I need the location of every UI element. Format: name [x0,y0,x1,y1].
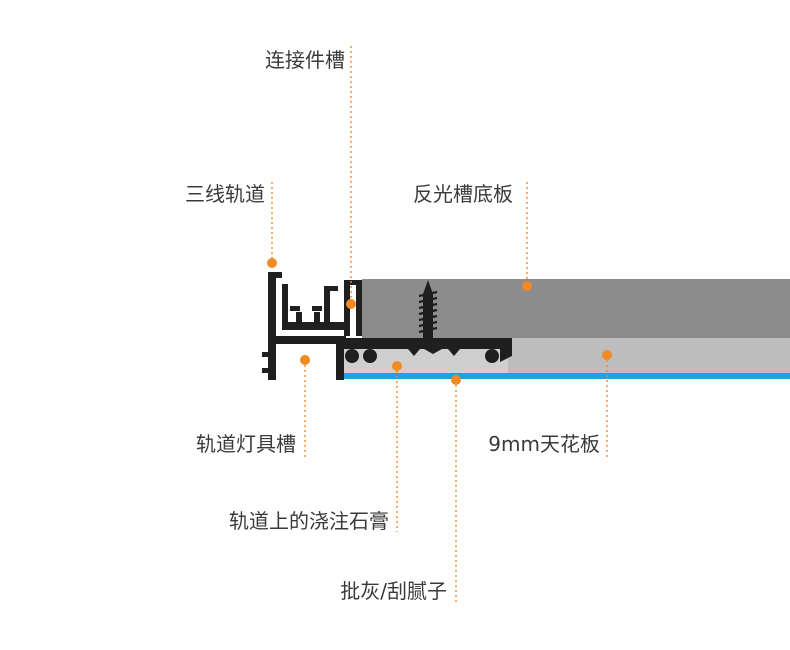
ceiling-board [512,338,790,373]
dot-three-wire-track [267,258,277,268]
label-connector-slot: 连接件槽 [265,48,345,72]
label-plaster-on-track: 轨道上的浇注石膏 [229,509,389,533]
label-three-wire-track: 三线轨道 [185,182,265,206]
dot-plaster-on-track [392,361,402,371]
screw-icon [418,280,438,346]
dot-connector-slot [346,299,356,309]
dot-ceiling-board [602,350,612,360]
dot-cove-bottom-board [522,281,532,291]
label-ceiling-board: 9mm天花板 [488,432,600,456]
track-profile [262,272,512,380]
label-cove-bottom-board: 反光槽底板 [413,182,513,206]
dot-track-light-slot [300,355,310,365]
label-putty: 批灰/刮腻子 [340,579,447,603]
label-track-light-slot: 轨道灯具槽 [196,432,296,456]
dot-putty [451,375,461,385]
putty-layer [336,373,790,379]
